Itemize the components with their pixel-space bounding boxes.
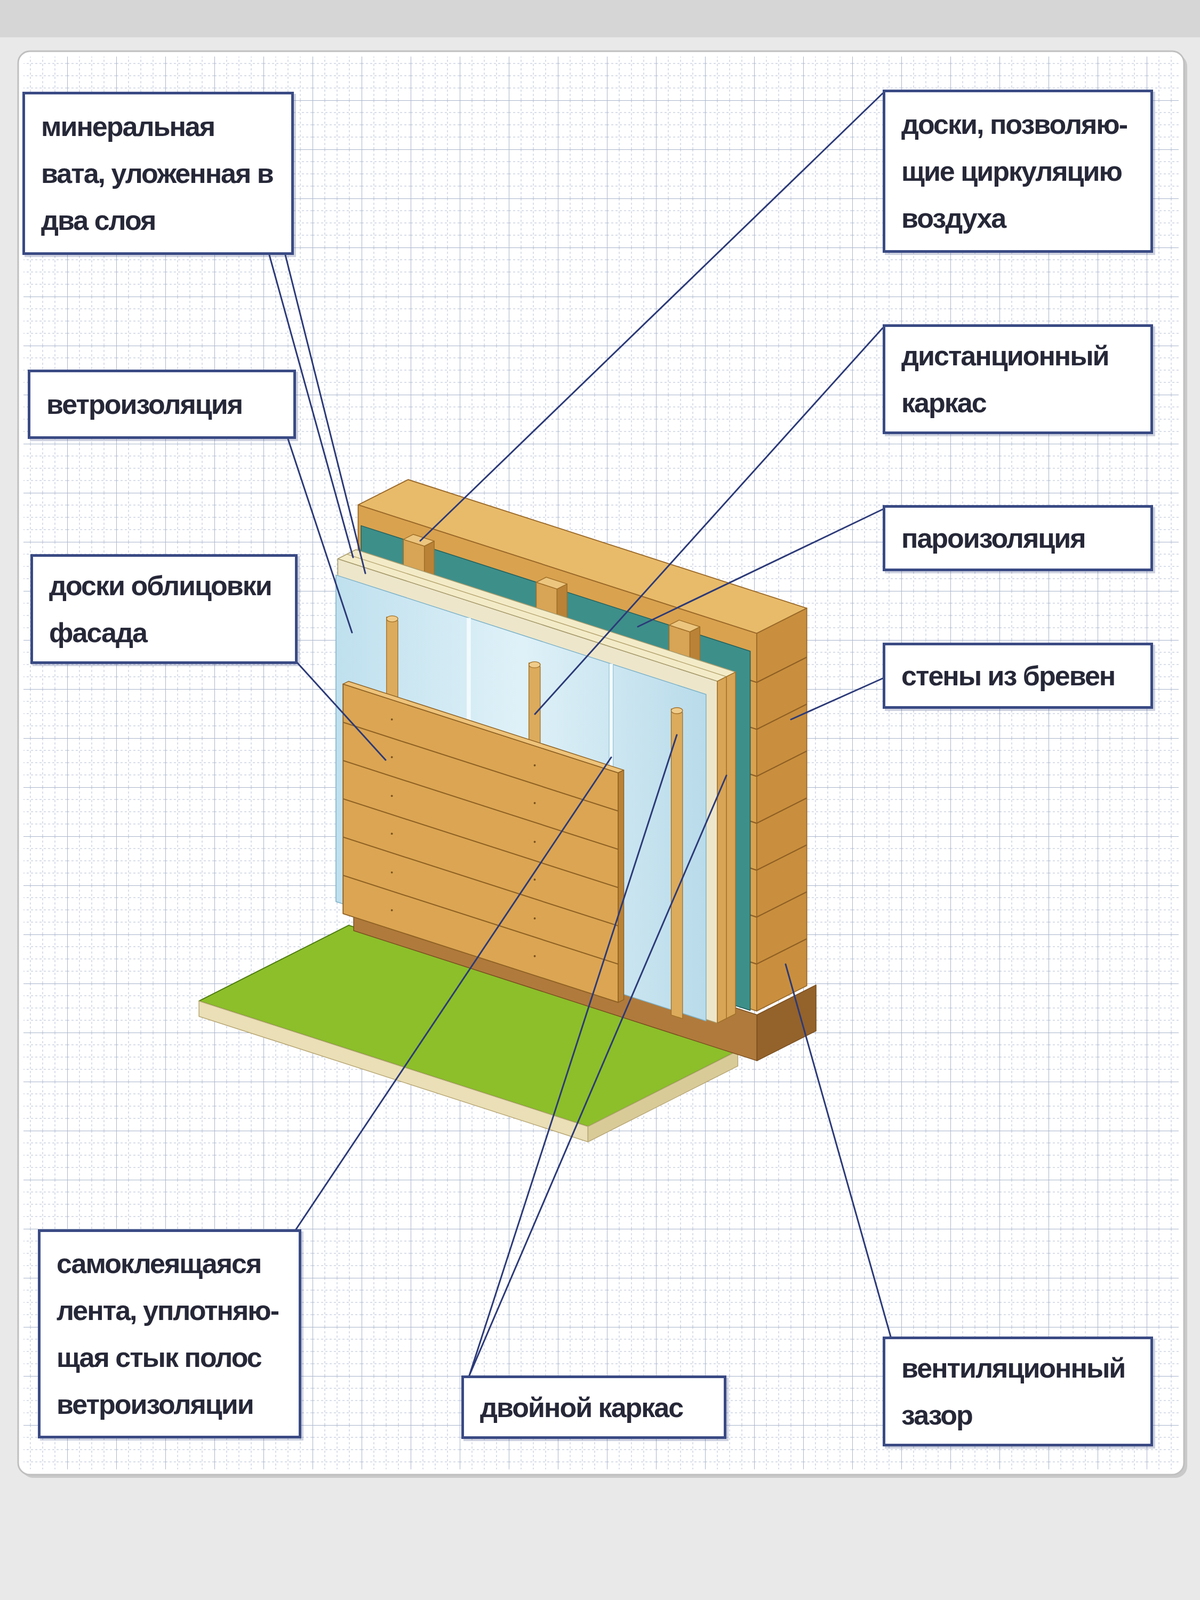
callout-box: минеральная вата, уложенная в два слоя: [22, 91, 294, 255]
card-shadow: [21, 54, 1188, 1478]
browser-bar: [0, 0, 1200, 38]
callout-text: дистанционный каркас: [901, 332, 1135, 427]
callout-text: пароизоляция: [901, 514, 1135, 562]
callout-box: стены из бревен: [882, 642, 1154, 709]
card: [18, 51, 1184, 1475]
callout-box: доски облицовки фасада: [30, 554, 298, 664]
callout-text: двойной каркас: [480, 1384, 708, 1431]
callout-text: ветроизоляция: [46, 380, 278, 428]
grid-paper: [23, 56, 1179, 1470]
leader-lines: [269, 93, 891, 1376]
callout-text: доски, позволяю- щие циркуляцию воздуха: [901, 100, 1135, 242]
callout-box: двойной каркас: [461, 1375, 727, 1439]
callout-text: минеральная вата, уложенная в два слоя: [41, 102, 276, 244]
callout-text: стены из бревен: [901, 652, 1135, 700]
callout-box: ветроизоляция: [27, 369, 296, 439]
callout-box: дистанционный каркас: [882, 324, 1154, 435]
callout-box: пароизоляция: [882, 505, 1154, 572]
callout-box: вентиляционный зазор: [882, 1336, 1154, 1447]
callout-text: вентиляционный зазор: [901, 1344, 1135, 1439]
callout-text: доски облицовки фасада: [49, 562, 279, 656]
callout-box: доски, позволяю- щие циркуляцию воздуха: [882, 89, 1154, 253]
callout-text: самоклеящаяся лента, уплотняю- щая стык …: [56, 1240, 283, 1428]
callout-box: самоклеящаяся лента, уплотняю- щая стык …: [37, 1229, 302, 1439]
